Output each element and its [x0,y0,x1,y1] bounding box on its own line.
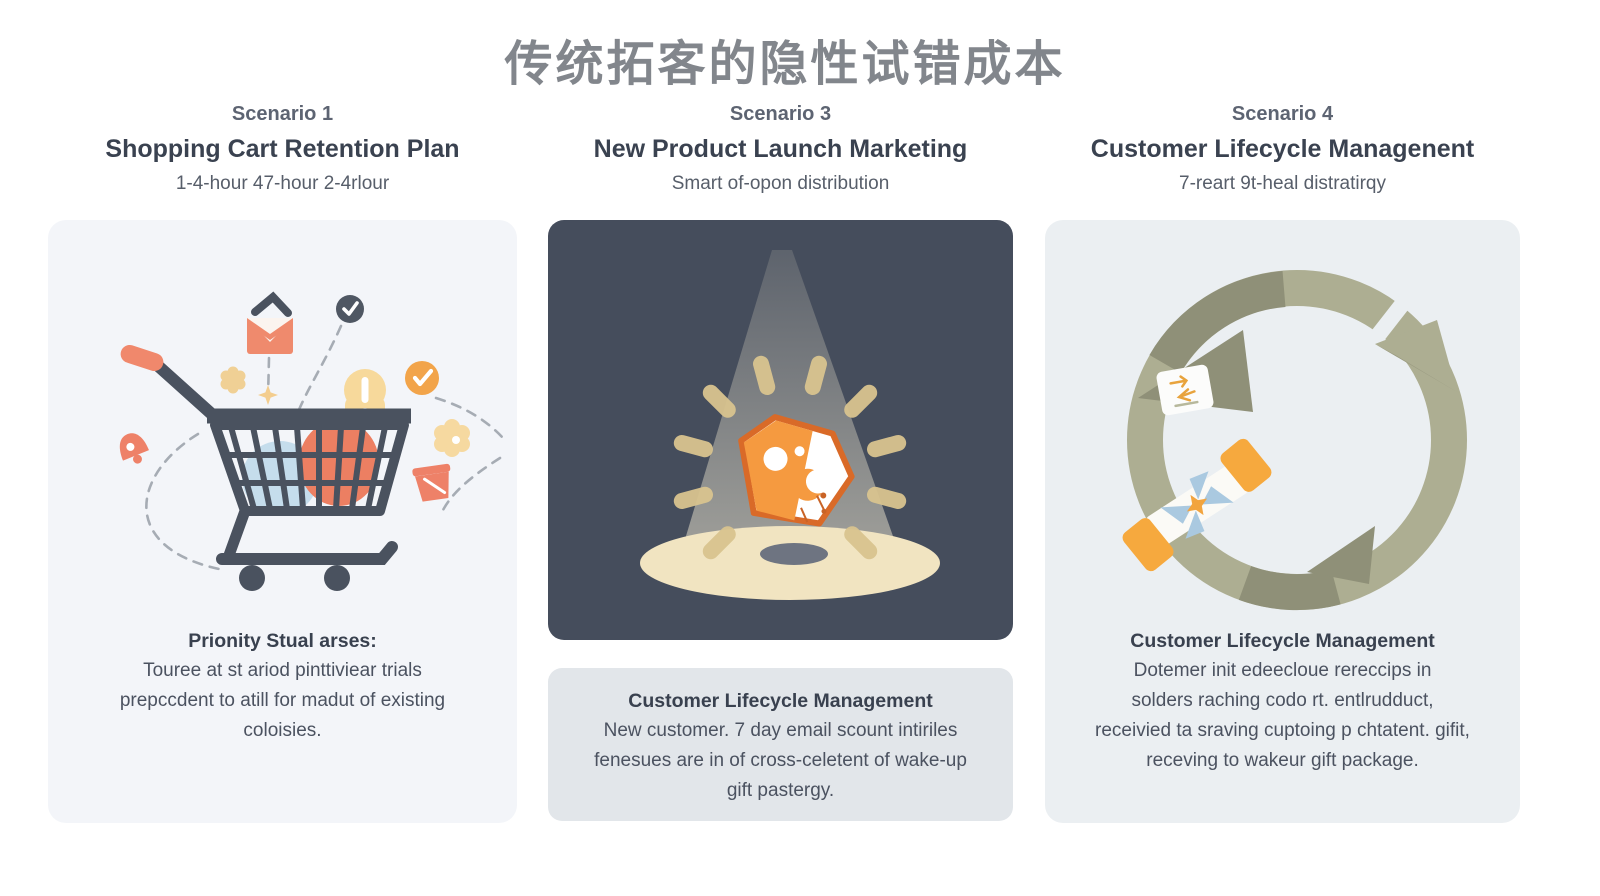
copy-title: Prionity Stual arses: [188,630,377,652]
check-badge-dark-icon [336,295,364,323]
column-subtitle: 1-4-hour 47-hour 2-4rlour [175,173,390,194]
copy-line: prepccdent to atill for madut of existin… [119,690,446,711]
bell-icon [119,433,149,464]
scenario-label: Scenario 3 [729,103,832,125]
copy-line: Dotemer init edeecloue rereccips in [1133,660,1432,681]
star-icon [258,385,278,405]
card-3-copy: Customer Lifecycle Management Dotemer in… [1045,626,1520,776]
shopping-cart-icon [119,291,505,591]
light-pool-hole [760,543,828,565]
column-heading: Shopping Cart Retention Plan [105,135,460,163]
mini-card-icon [1156,364,1214,416]
gift-icon [1122,438,1272,572]
spotlight-gem-icon [640,250,940,600]
column-subtitle: Smart of-opon distribution [671,173,890,194]
scenario-label: Scenario 4 [1231,103,1334,125]
cart-handle-grip [120,344,164,372]
copy-line: fenesues are in of cross-celetent of wak… [594,750,967,771]
gem-icon [738,414,855,527]
bow-star [1186,494,1208,516]
check-badge-orange-icon [405,361,439,395]
card-spotlight-caption: Customer Lifecycle Management New custom… [548,668,1013,821]
copy-line: Touree at st ariod pinttiviear trials [143,660,422,681]
column-3-header: Scenario 4 Customer Lifecycle Managenent… [1045,101,1520,196]
ring-shade-bottom [1238,565,1341,611]
basket-tag-icon [412,463,451,502]
page-title: 传统拓客的隐性试错成本 [504,38,1066,91]
copy-line: receving to wakeur gift package. [1146,750,1419,771]
copy-line: coloisies. [243,720,322,741]
rays [673,355,907,560]
flower-right-icon [434,419,470,457]
arrowhead-bottom [1307,526,1375,584]
column-heading: New Product Launch Marketing [593,135,968,163]
ring-shade-top [1149,271,1286,374]
card-lifecycle: Customer Lifecycle Management Dotemer in… [1045,220,1520,823]
copy-line: receivied ta sraving cuptoing p chtatent… [1095,720,1470,741]
column-heading: Customer Lifecycle Managenent [1090,135,1475,163]
card-2-copy: Customer Lifecycle Management New custom… [548,668,1013,806]
arrowhead-right [1375,320,1457,392]
card-1-copy: Prionity Stual arses: Touree at st ariod… [48,626,517,746]
lifecycle-arrows-icon [1122,270,1467,611]
copy-line: gift pastergy. [726,780,835,801]
copy-title: Customer Lifecycle Management [628,690,933,712]
column-2-header: Scenario 3 New Product Launch Marketing … [548,101,1013,196]
copy-line: New customer. 7 day email scount intiril… [603,720,958,741]
cart-grid [226,426,395,510]
card-spotlight [548,220,1013,640]
copy-line: solders raching codo rt. entlrudduct, [1131,690,1434,711]
cart-body [120,344,411,591]
envelope-icon [247,291,293,354]
flower-icon [220,366,246,394]
column-1-header: Scenario 1 Shopping Cart Retention Plan … [48,101,517,196]
card-shopping-cart: Prionity Stual arses: Touree at st ariod… [48,220,517,823]
column-subtitle: 7-reart 9t-heal distratirqy [1179,173,1386,194]
arrowhead-right-shade [1375,344,1457,392]
copy-title: Customer Lifecycle Management [1130,630,1435,652]
scenario-label: Scenario 1 [231,103,334,125]
